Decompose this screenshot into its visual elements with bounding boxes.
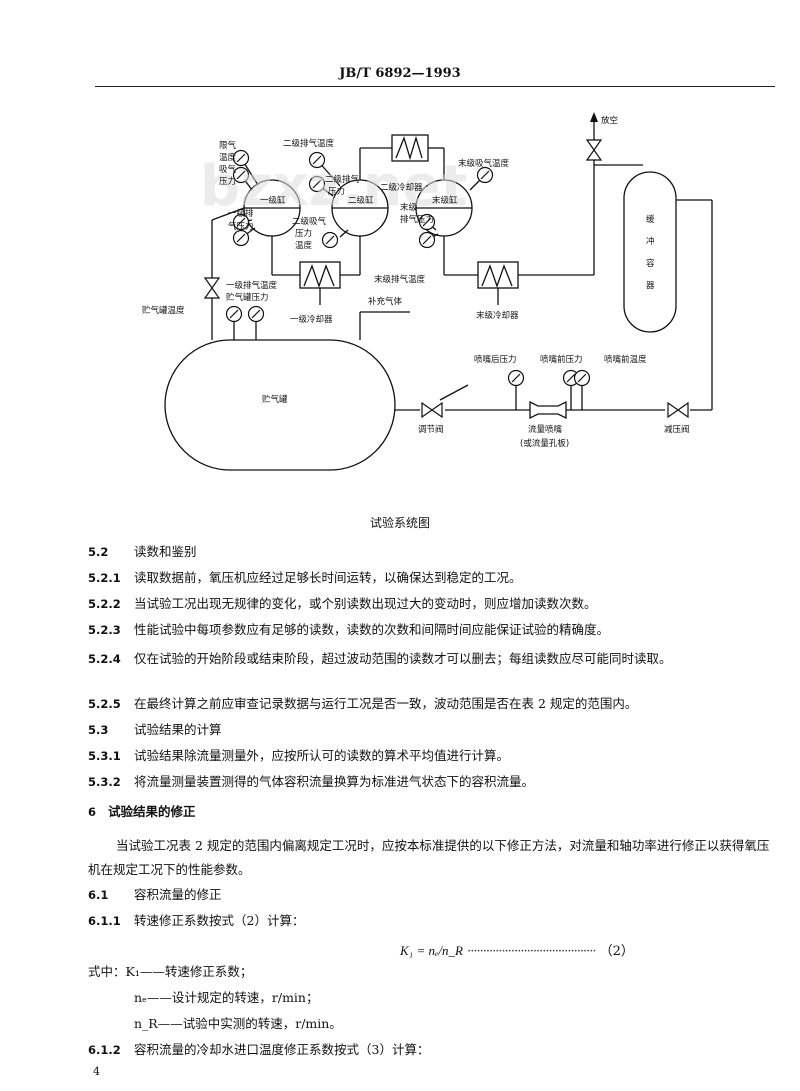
diagram-label: 喷嘴前压力	[540, 354, 583, 365]
diagram-label: 二级排气	[325, 174, 360, 185]
diagram-label: 压力	[295, 228, 312, 239]
vent-valve	[586, 139, 602, 161]
formula-2: K₁ = nₑ/n_R ····························…	[400, 940, 634, 959]
diagram-label: 一级排气温度	[226, 280, 278, 291]
gauge	[247, 305, 265, 323]
diagram-label: (或流量孔板)	[520, 438, 569, 449]
diagram-label: 气压力	[228, 221, 254, 232]
diagram-label: 温度	[219, 152, 237, 163]
diagram-label: 补充气体	[368, 296, 403, 307]
header-rule	[95, 86, 775, 87]
diagram-label: 末级吸气温度	[458, 158, 510, 169]
gauge	[232, 229, 250, 247]
diagram-label: 器	[646, 281, 655, 291]
diagram-label: 限气	[219, 140, 237, 151]
gauge	[321, 231, 339, 249]
diagram-label: 吸气	[219, 164, 237, 175]
diagram-label: 末级缸	[432, 195, 458, 206]
buffer-vessel	[623, 171, 677, 333]
flow-nozzle	[529, 400, 567, 420]
diagram-label: 喷嘴前温度	[604, 354, 647, 365]
diagram-label: 温度	[295, 240, 313, 251]
gauge	[225, 305, 243, 323]
diagram-label: 冲	[646, 236, 655, 247]
diagram-label: 二级吸气	[292, 216, 327, 227]
gauge	[507, 369, 525, 387]
formula-dots: ········································…	[467, 944, 596, 959]
diagram-label: 流量喷嘴	[528, 424, 563, 435]
figure-caption: 试验系统图	[369, 516, 430, 530]
where-1: 式中：K₁——转速修正系数；	[88, 964, 253, 979]
diagram-label: 排气压力	[400, 214, 434, 225]
diagram-label: 二级冷却器	[380, 182, 423, 193]
diagram-label: 喷嘴后压力	[474, 354, 517, 365]
gauge	[418, 231, 436, 249]
diagram-label: 末级	[400, 202, 418, 213]
where-2: nₑ——设计规定的转速，r/min；	[134, 990, 319, 1005]
diagram-label: 二级缸	[348, 195, 374, 206]
where-3: n_R——试验中实测的转速，r/min。	[134, 1016, 342, 1031]
diagram-label: 放空	[601, 115, 618, 126]
diagram-label: 一级冷却器	[290, 314, 333, 325]
diagram-label: 贮气罐压力	[226, 292, 269, 303]
test-system-diagram: bzxz.net 放空 限气 温度 吸气 压力 一级缸 二级缸 末级缸 二级排气…	[142, 112, 713, 471]
diagram-label: 贮气罐温度	[142, 305, 185, 316]
diagram-label: 末级冷却器	[476, 310, 519, 321]
section-6-intro: 当试验工况表 2 规定的范围内偏离规定工况时，应按本标准提供的以下修正方法，对流…	[88, 838, 770, 877]
gauge	[476, 166, 494, 184]
diagram-label: 调节阀	[418, 425, 444, 435]
formula-lhs: K₁ = nₑ/n_R	[400, 943, 463, 958]
stage1-valve	[204, 277, 220, 299]
watermark: bzxz.net	[200, 154, 467, 219]
gauge	[573, 369, 591, 387]
diagram-label: 容	[646, 258, 655, 269]
regulating-valve	[421, 402, 443, 418]
diagram-label: 一级缸	[260, 195, 286, 206]
diagram-label: 压力	[219, 176, 236, 187]
pressure-relief-valve	[667, 402, 689, 418]
diagram-label: 压力	[328, 186, 345, 197]
diagram-label: 贮气罐	[262, 394, 288, 405]
diagram-label: 减压阀	[664, 424, 690, 435]
formula-number: （2）	[599, 944, 634, 959]
diagram-label: 缓	[646, 214, 655, 225]
document-header: JB/T 6892—1993	[339, 66, 461, 81]
storage-tank	[164, 339, 396, 471]
diagram-label: 一级排	[228, 208, 254, 219]
page-number: 4	[93, 1065, 100, 1078]
diagram-label: 二级排气温度	[283, 138, 335, 149]
diagram-label: 末级排气温度	[374, 274, 426, 285]
